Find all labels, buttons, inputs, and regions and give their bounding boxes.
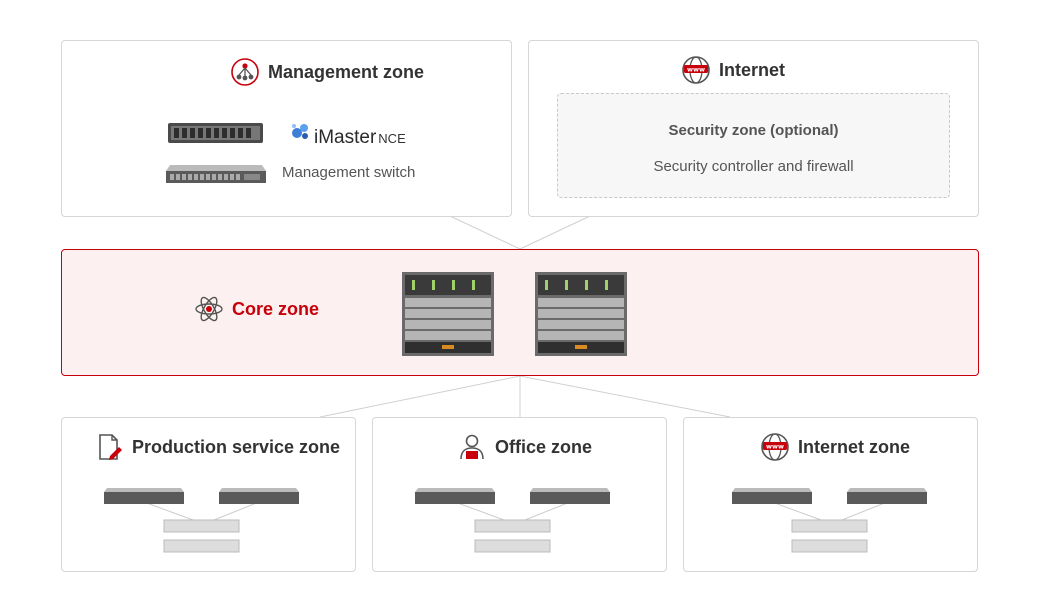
core-switch-2 bbox=[535, 272, 627, 356]
core-zone-label: Core zone bbox=[232, 298, 320, 319]
core-switch-1 bbox=[402, 272, 494, 356]
office-devices bbox=[415, 488, 610, 553]
core-zone-title: Core zone bbox=[194, 294, 319, 324]
security-zone-box: Security zone (optional) Security contro… bbox=[557, 93, 950, 198]
atom-icon bbox=[194, 294, 224, 324]
access-switch-right bbox=[219, 488, 299, 504]
document-pen-icon bbox=[94, 432, 124, 462]
svg-text:www: www bbox=[766, 443, 784, 451]
nce-suffix: NCE bbox=[378, 131, 406, 146]
network-hub-icon bbox=[230, 57, 260, 87]
imaster-logo-icon bbox=[290, 121, 312, 149]
production-zone-title: Production service zone bbox=[94, 432, 340, 462]
production-service-zone: Production service zone bbox=[61, 417, 356, 572]
office-zone: Office zone bbox=[372, 417, 667, 572]
office-worker-icon bbox=[457, 432, 487, 462]
svg-text:www: www bbox=[687, 66, 705, 74]
management-switch-image bbox=[166, 163, 266, 185]
security-zone-title: Security zone (optional) bbox=[668, 122, 839, 139]
www-globe-icon: www bbox=[681, 55, 711, 85]
internet-zone-top: www Internet Security zone (optional) Se… bbox=[528, 40, 979, 217]
production-devices bbox=[104, 488, 299, 553]
internet-devices bbox=[732, 488, 927, 553]
core-zone: Core zone bbox=[61, 249, 979, 376]
internet-top-title: www Internet bbox=[681, 55, 785, 85]
management-zone: Management zone iMaster NCE Management s… bbox=[61, 40, 512, 217]
internet-zone-bottom: www Internet zone bbox=[683, 417, 978, 572]
office-zone-label: Office zone bbox=[495, 436, 593, 457]
www-globe-icon: www bbox=[760, 432, 790, 462]
management-zone-label: Management zone bbox=[268, 61, 425, 82]
office-zone-title: Office zone bbox=[457, 432, 592, 462]
nce-server-image bbox=[168, 121, 263, 145]
imaster-name: iMaster bbox=[314, 127, 377, 148]
production-zone-label: Production service zone bbox=[132, 436, 341, 457]
access-switch-left bbox=[104, 488, 184, 504]
imaster-nce-logo: iMaster NCE bbox=[290, 121, 406, 149]
internet-bottom-label: Internet zone bbox=[798, 436, 911, 457]
management-zone-title: Management zone bbox=[230, 57, 424, 87]
management-switch-label: Management switch bbox=[282, 164, 416, 181]
internet-top-label: Internet bbox=[719, 59, 786, 80]
internet-bottom-title: www Internet zone bbox=[760, 432, 910, 462]
security-zone-description: Security controller and firewall bbox=[653, 158, 854, 175]
